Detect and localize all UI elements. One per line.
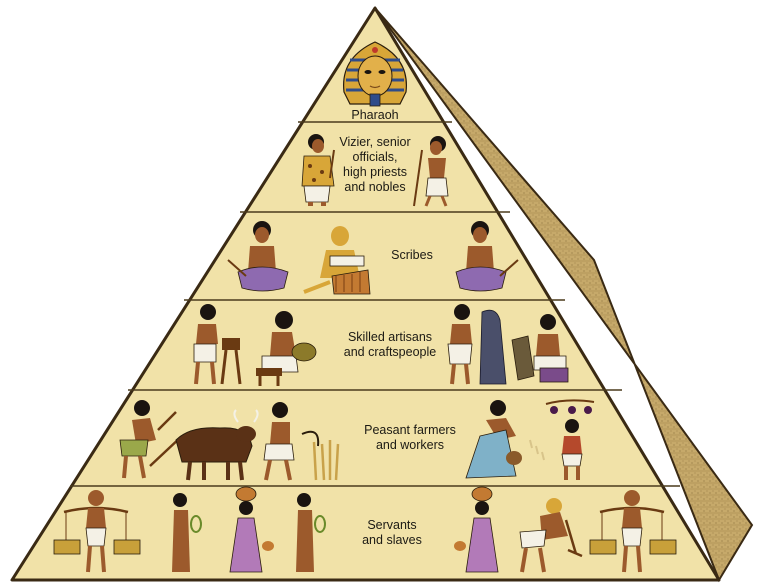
driller-artisan bbox=[193, 304, 242, 385]
yoke-carrier-right bbox=[589, 490, 677, 573]
artisans-label: Skilled artisans and craftspeople bbox=[330, 330, 450, 360]
ox-team bbox=[175, 409, 259, 481]
artisans-label-line: Skilled artisans bbox=[347, 330, 433, 344]
seated-scribe-right bbox=[455, 221, 519, 292]
scribes-label-line: Scribes bbox=[391, 248, 433, 262]
servant-girl-2 bbox=[296, 493, 326, 572]
weaver-artisan bbox=[511, 314, 569, 383]
tier-dividers bbox=[70, 121, 680, 487]
hoe-worker bbox=[519, 498, 583, 573]
writing-scribe bbox=[303, 226, 371, 295]
officials-label-line: high priests bbox=[343, 165, 407, 179]
officials-label-line: Vizier, senior bbox=[339, 135, 411, 149]
servants-label: Servants and slaves bbox=[350, 518, 434, 548]
scribes-label: Scribes bbox=[372, 248, 452, 263]
yoke-carrier-left bbox=[53, 490, 141, 573]
potter-artisan bbox=[256, 311, 317, 386]
servant-girl-1 bbox=[172, 493, 202, 572]
grape-picker-farmer bbox=[545, 399, 595, 480]
farmers-label-line: Peasant farmers bbox=[364, 423, 456, 437]
sower-farmer bbox=[465, 400, 545, 479]
officials-label-line: and nobles bbox=[344, 180, 406, 194]
pharaoh-mask-icon bbox=[342, 41, 408, 107]
servants-label-line: Servants bbox=[367, 518, 417, 532]
officials-label: Vizier, senior officials, high priests a… bbox=[335, 135, 415, 195]
officials-label-line: officials, bbox=[352, 150, 398, 164]
reaper-farmer bbox=[263, 402, 340, 481]
artisans-label-line: and craftspeople bbox=[343, 345, 437, 359]
official-figure bbox=[413, 136, 449, 207]
jar-carrier-2 bbox=[454, 486, 499, 573]
pharaoh-label-text: Pharaoh bbox=[351, 108, 399, 122]
noble-figure bbox=[301, 134, 335, 206]
sculptor-artisan bbox=[447, 304, 507, 385]
seated-scribe-left bbox=[227, 221, 289, 292]
servants-label-line: and slaves bbox=[362, 533, 422, 547]
farmers-label: Peasant farmers and workers bbox=[352, 423, 468, 453]
jar-carrier-1 bbox=[229, 486, 274, 573]
pharaoh-label: Pharaoh bbox=[335, 108, 415, 123]
farmers-label-line: and workers bbox=[375, 438, 445, 452]
